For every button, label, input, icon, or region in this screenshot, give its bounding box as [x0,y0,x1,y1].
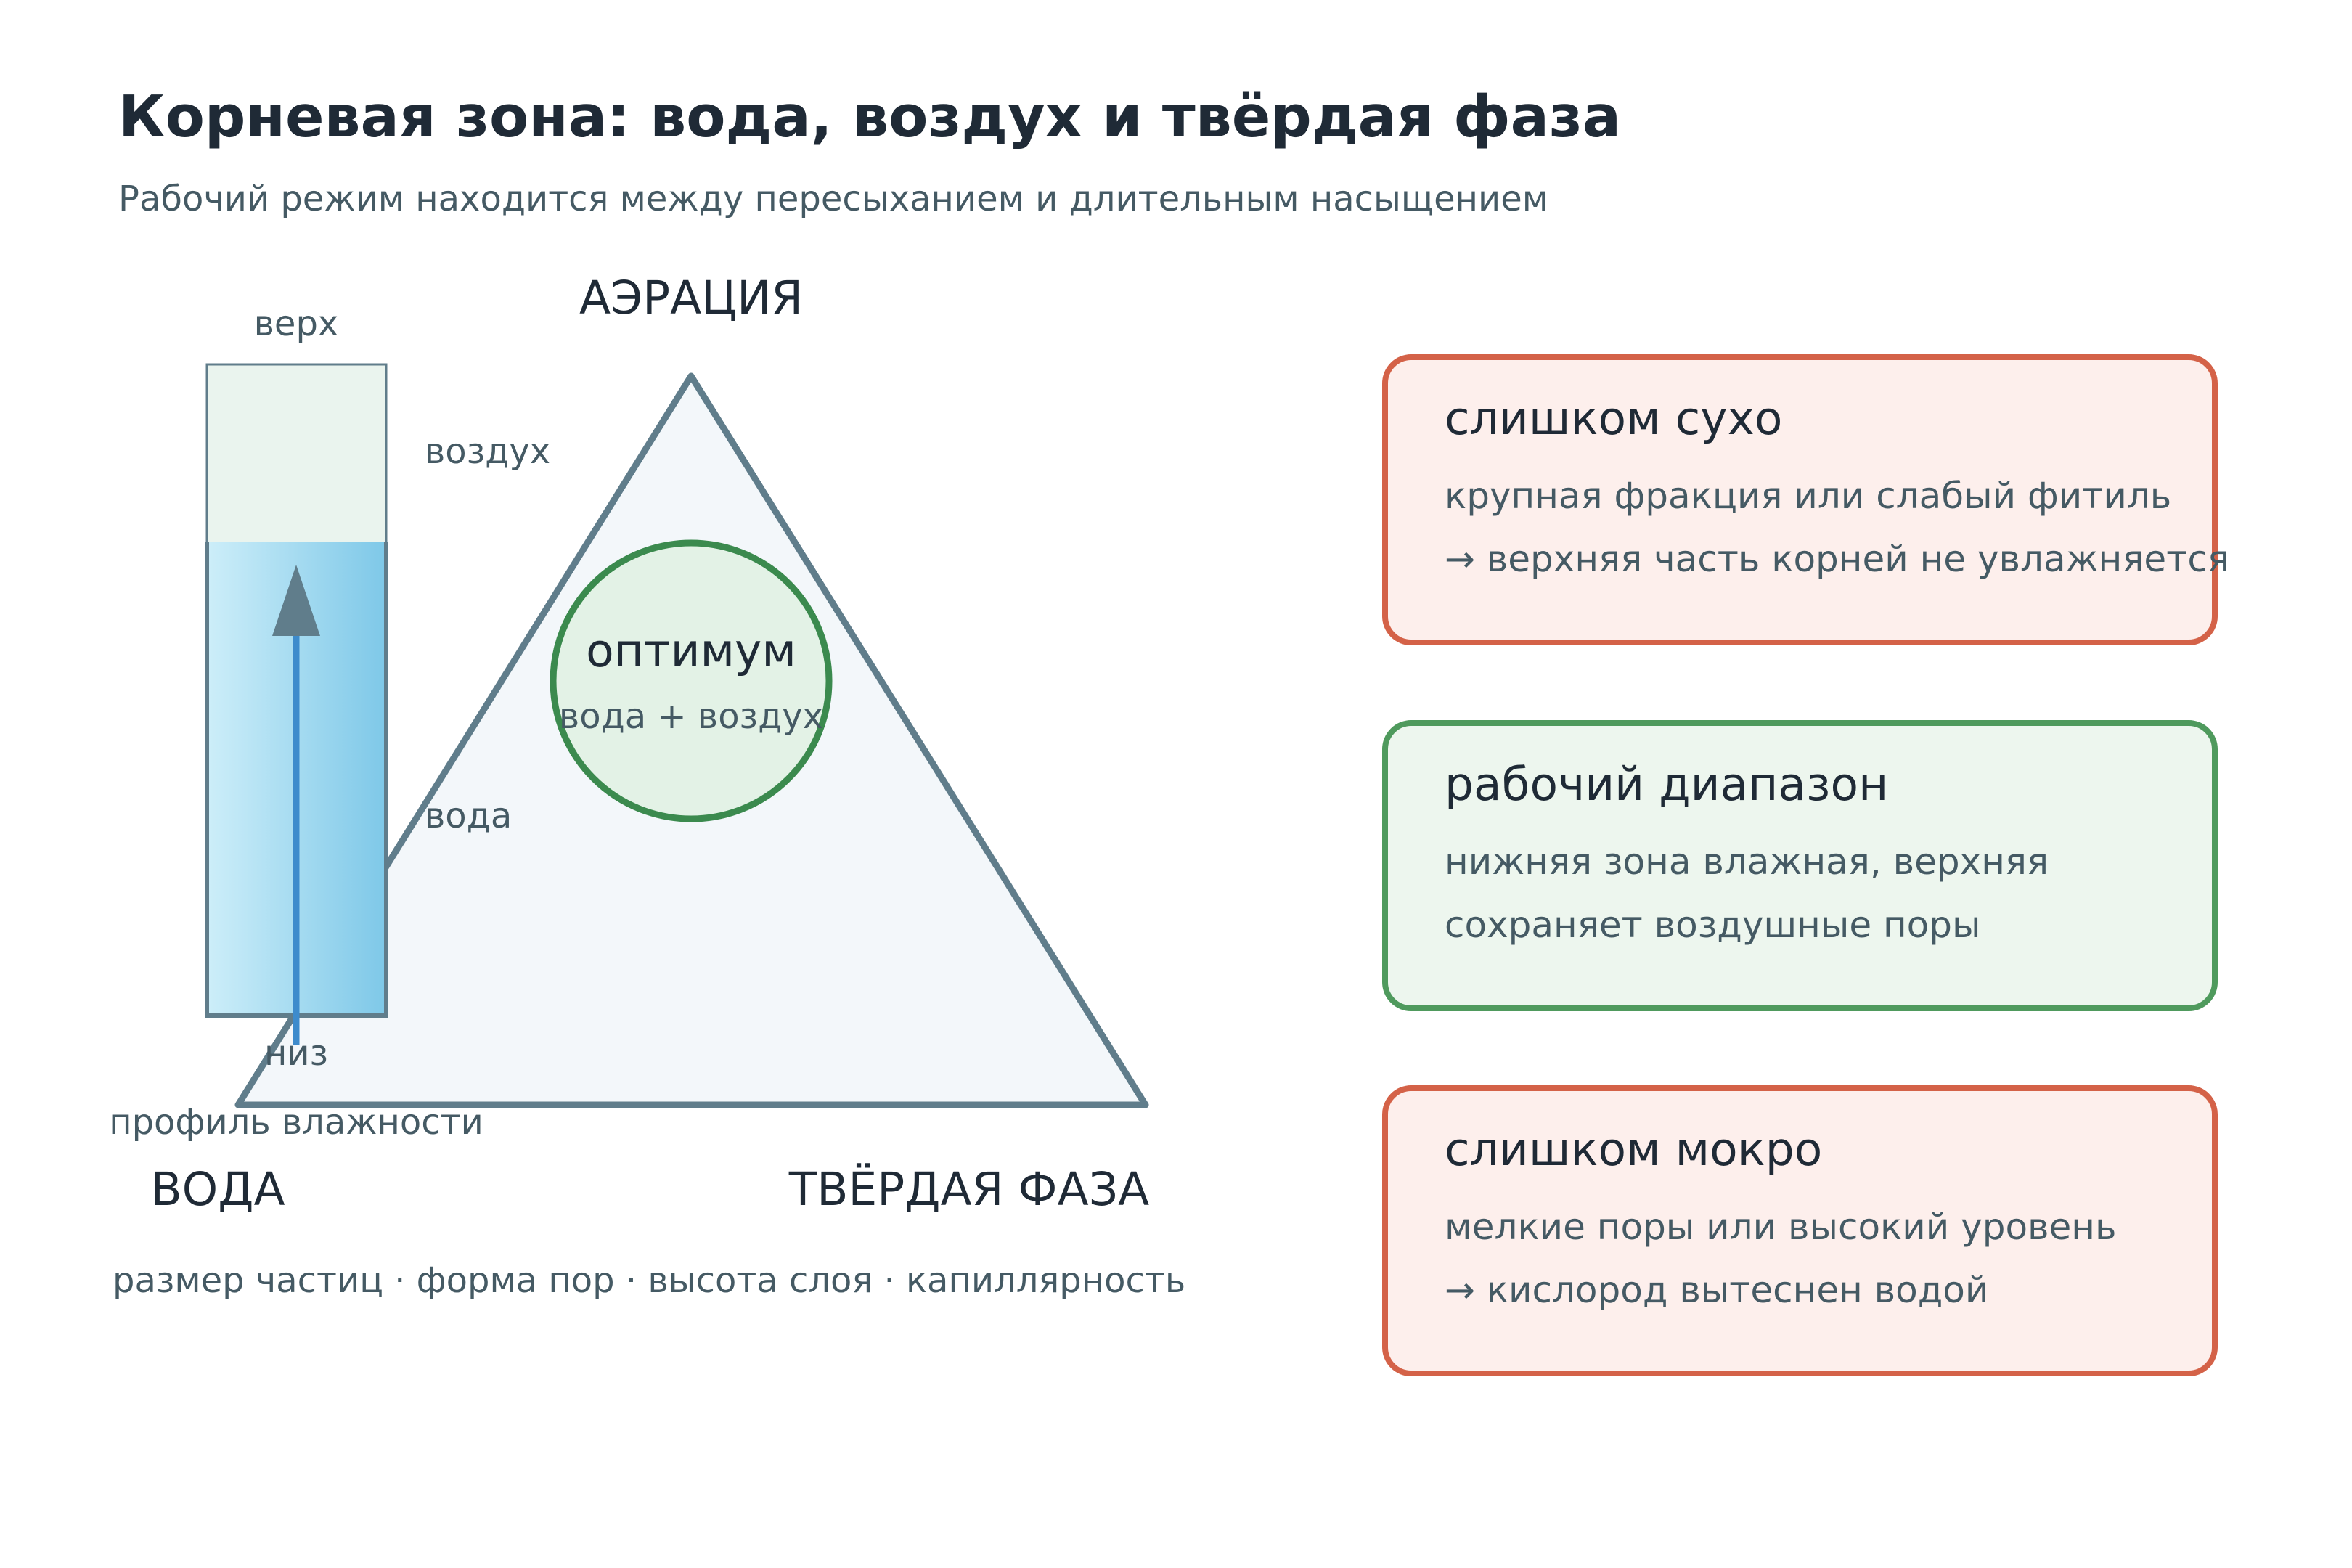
card-too-wet: слишком мокро мелкие поры или высокий ур… [1382,1085,2218,1376]
profile-caption: профиль влажности [109,1102,483,1143]
card-too-wet-line-1: мелкие поры или высокий уровень [1445,1206,2116,1248]
card-too-dry-line-1: крупная фракция или слабый фитиль [1445,475,2171,517]
page-title: Корневая зона: вода, воздух и твёрдая фа… [118,83,1621,150]
card-too-dry-box [1382,354,2218,645]
triangle-left-label: ВОДА [150,1163,285,1216]
triangle-right-label: ТВЁРДАЯ ФАЗА [788,1163,1149,1216]
triangle-top-label: АЭРАЦИЯ [579,271,803,324]
profile-air-zone [207,364,386,542]
card-too-wet-line-2: → кислород вытеснен водой [1445,1269,1988,1311]
factors-caption: размер частиц · форма пор · высота слоя … [113,1260,1185,1301]
card-too-dry: слишком сухо крупная фракция или слабый … [1382,354,2229,645]
profile-air-frame [205,363,388,542]
profile-air-label: воздух [425,431,550,472]
optimum-subtitle: вода + воздух [559,696,823,737]
profile-top-label: верх [254,303,339,344]
card-too-wet-title: слишком мокро [1445,1123,1822,1176]
profile-bottom-label: низ [264,1033,328,1074]
card-too-wet-box [1382,1085,2218,1376]
card-too-dry-title: слишком сухо [1445,392,1782,445]
card-working-range-title: рабочий диапазон [1445,758,1888,811]
card-working-range-line-2: сохраняет воздушные поры [1445,904,1980,946]
profile-water-label: вода [425,796,512,836]
card-working-range: рабочий диапазон нижняя зона влажная, ве… [1382,720,2218,1011]
optimum-title: оптимум [586,624,796,677]
card-too-dry-line-2: → верхняя часть корней не увлажняется [1445,538,2229,580]
optimum-zone [550,539,833,822]
card-working-range-line-1: нижняя зона влажная, верхняя [1445,841,2049,883]
page-subtitle: Рабочий режим находится между пересыхани… [118,179,1548,219]
arrow-head-icon [272,565,320,636]
card-working-range-box [1382,720,2218,1011]
